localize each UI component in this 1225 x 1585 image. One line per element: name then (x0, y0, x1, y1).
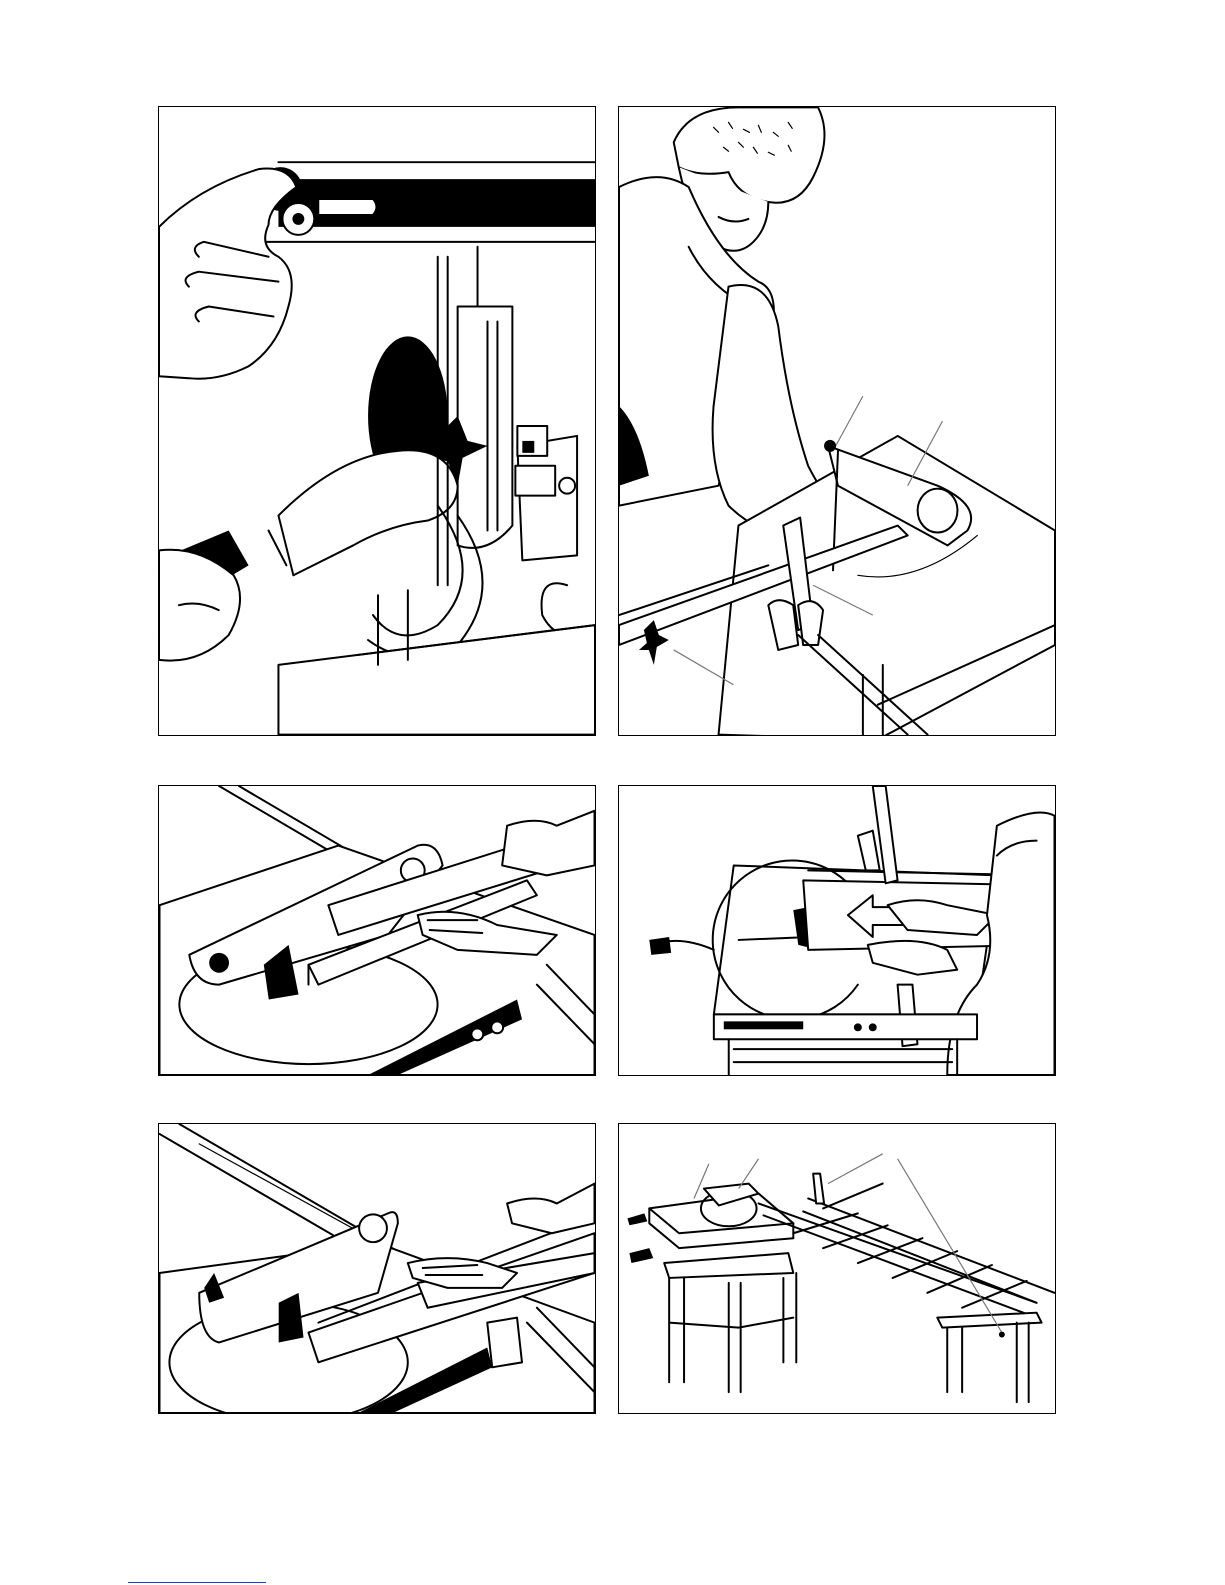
figure-narrow-rip (158, 1123, 596, 1414)
illustration-narrow-rip (159, 1124, 595, 1413)
illustration-operator-at-saw (619, 107, 1055, 735)
figure-push-feed (618, 785, 1056, 1076)
illustration-rip-cut-guard (159, 786, 595, 1075)
figure-operator-at-saw (618, 106, 1056, 736)
footer-link-underline[interactable] (128, 1582, 266, 1583)
figure-table-extension (618, 1123, 1056, 1414)
figure-knob-adjustment (158, 106, 596, 736)
illustration-table-extension (619, 1124, 1055, 1413)
illustration-knob-adjustment (159, 107, 595, 735)
illustration-push-feed (619, 786, 1055, 1075)
figure-rip-cut-guard (158, 785, 596, 1076)
